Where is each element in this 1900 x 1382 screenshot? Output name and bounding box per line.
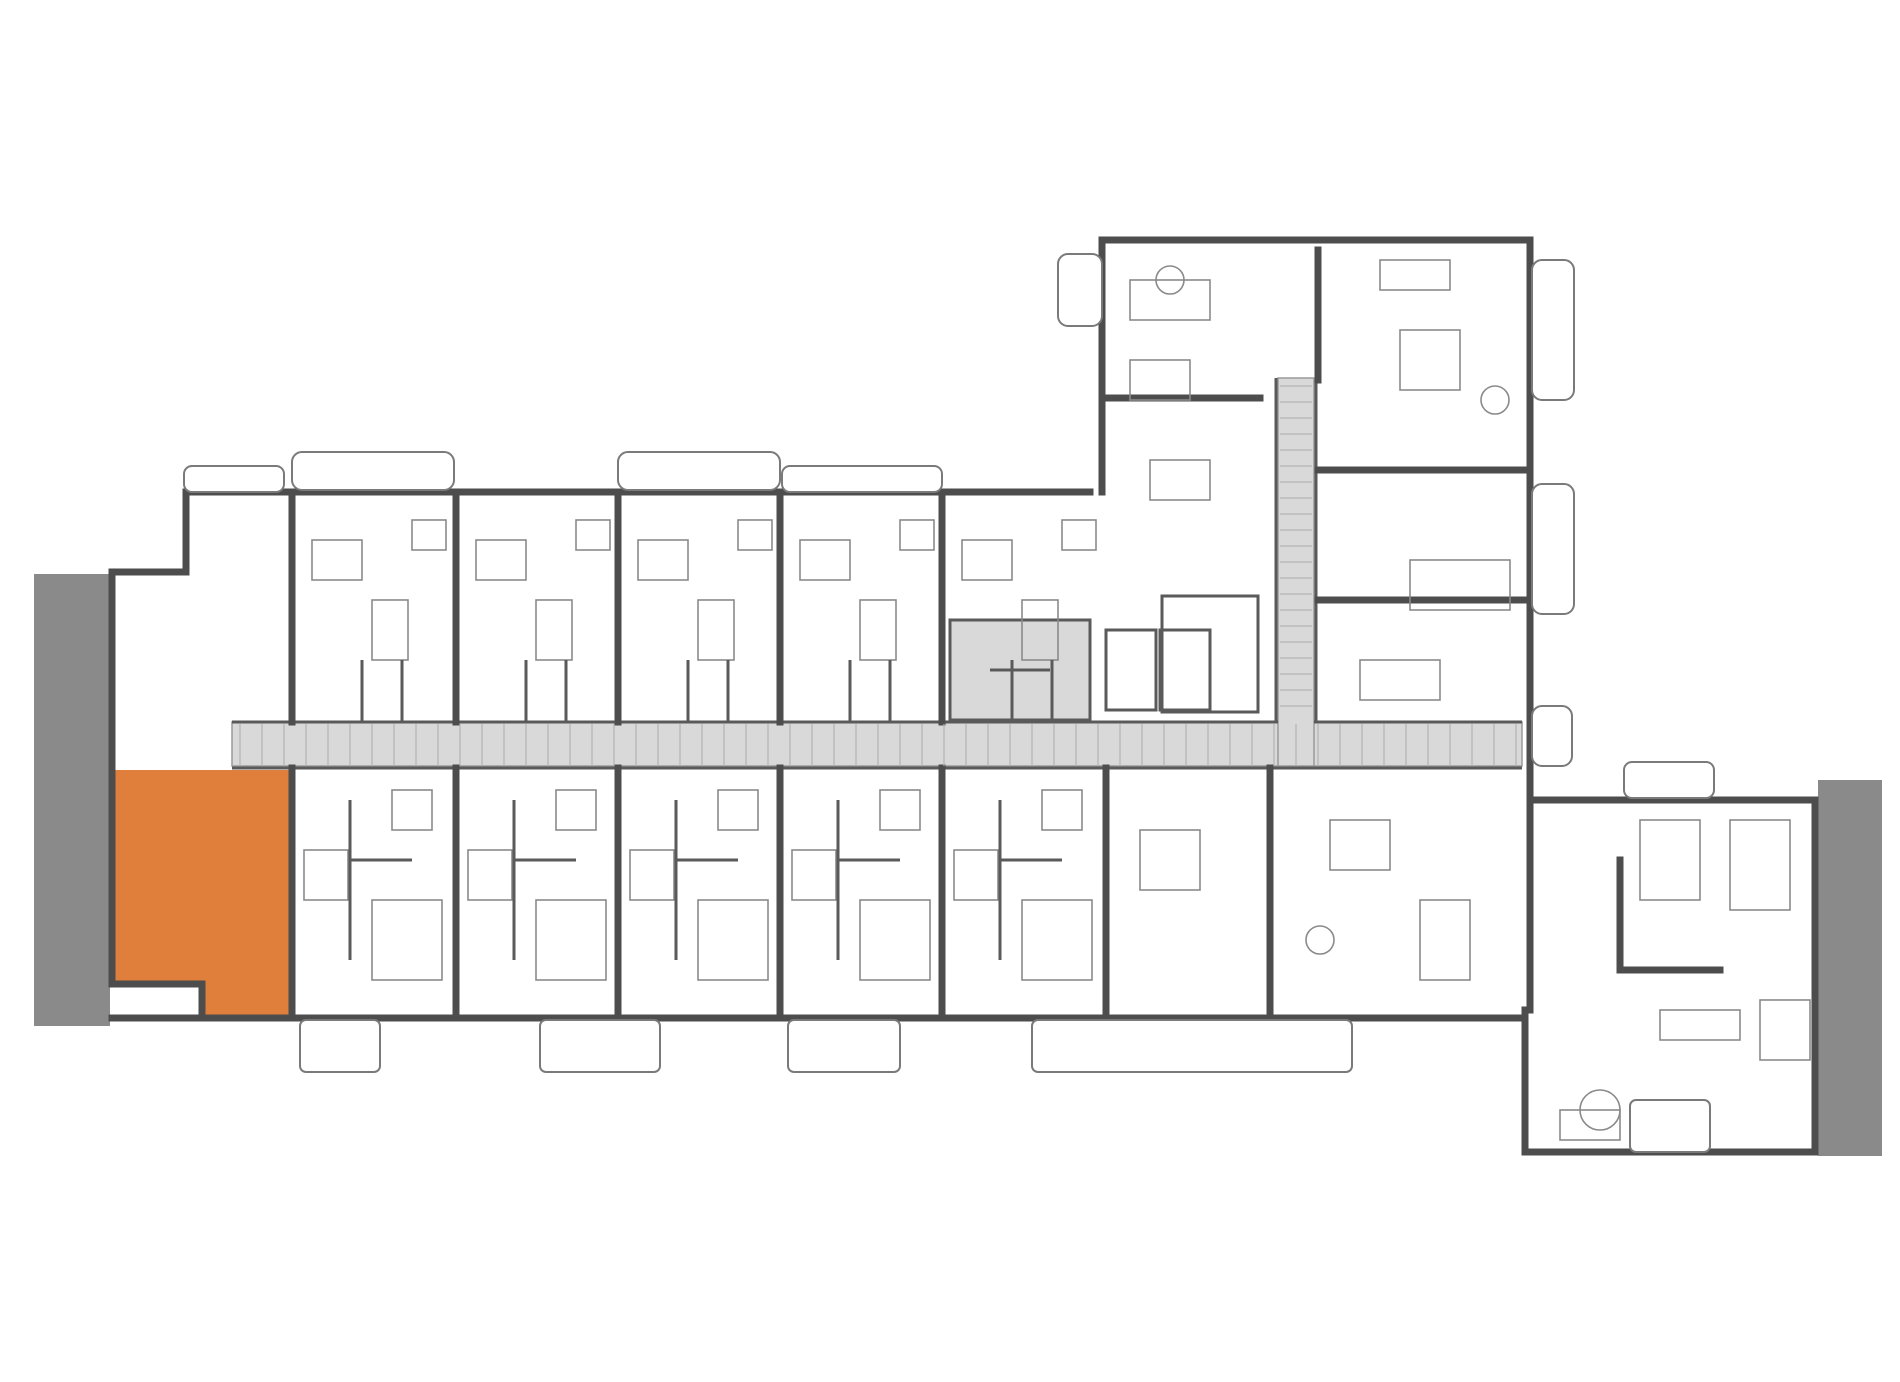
adjacent-building-right — [1818, 780, 1882, 1156]
balconies — [183, 253, 1715, 1153]
orange-highlighted-apartment — [112, 770, 290, 1018]
interior-furniture — [303, 259, 1811, 1141]
stair-and-elevator-core — [948, 594, 1260, 722]
adjacent-building-left — [34, 574, 110, 1026]
facade-windows — [239, 385, 1517, 766]
unit-party-walls — [288, 246, 1724, 1022]
corridor-walls — [232, 378, 1522, 770]
central-corridor — [231, 377, 1523, 767]
